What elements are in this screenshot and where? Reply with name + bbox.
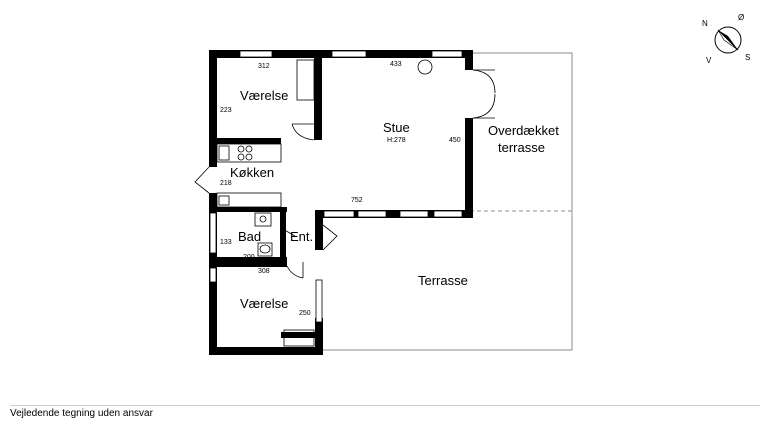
dim-312: 312 <box>258 63 270 70</box>
dim-223: 223 <box>220 107 232 114</box>
dim-133: 133 <box>220 239 232 246</box>
room-entre: Ent. <box>290 229 313 244</box>
dim-433: 433 <box>390 61 402 68</box>
stove-icon <box>237 145 245 153</box>
compass-o: Ø <box>738 13 744 22</box>
sink-icon <box>218 145 230 161</box>
stue-height: H:278 <box>387 137 406 144</box>
room-bad: Bad <box>238 229 261 244</box>
dim-218: 218 <box>220 180 232 187</box>
room-vaerelse-bottom: Værelse <box>240 296 288 311</box>
basin-icon <box>254 212 272 227</box>
compass-v: V <box>706 56 712 65</box>
doors <box>194 69 496 279</box>
toilet-icon <box>257 242 273 257</box>
compass-n: N <box>702 19 708 28</box>
room-overdaekket-line2: terrasse <box>498 140 545 155</box>
dim-752: 752 <box>351 197 363 204</box>
dim-308: 308 <box>258 268 270 275</box>
terrace-outline <box>323 52 573 351</box>
stove-round-icon <box>417 59 433 75</box>
fixtures <box>216 59 433 347</box>
room-overdaekket-line1: Overdækket <box>488 123 559 138</box>
compass-icon: N Ø S V <box>702 13 750 65</box>
compass-s: S <box>745 53 750 62</box>
footer-divider <box>10 405 760 406</box>
footer-disclaimer: Vejledende tegning uden ansvar <box>10 408 153 419</box>
room-koekken: Køkken <box>230 165 274 180</box>
dim-450: 450 <box>449 137 461 144</box>
dim-200: 200 <box>243 254 255 261</box>
windows <box>209 50 463 323</box>
room-stue: Stue <box>383 120 410 135</box>
dim-250: 250 <box>299 310 311 317</box>
room-vaerelse-top: Værelse <box>240 88 288 103</box>
room-terrasse: Terrasse <box>418 273 468 288</box>
